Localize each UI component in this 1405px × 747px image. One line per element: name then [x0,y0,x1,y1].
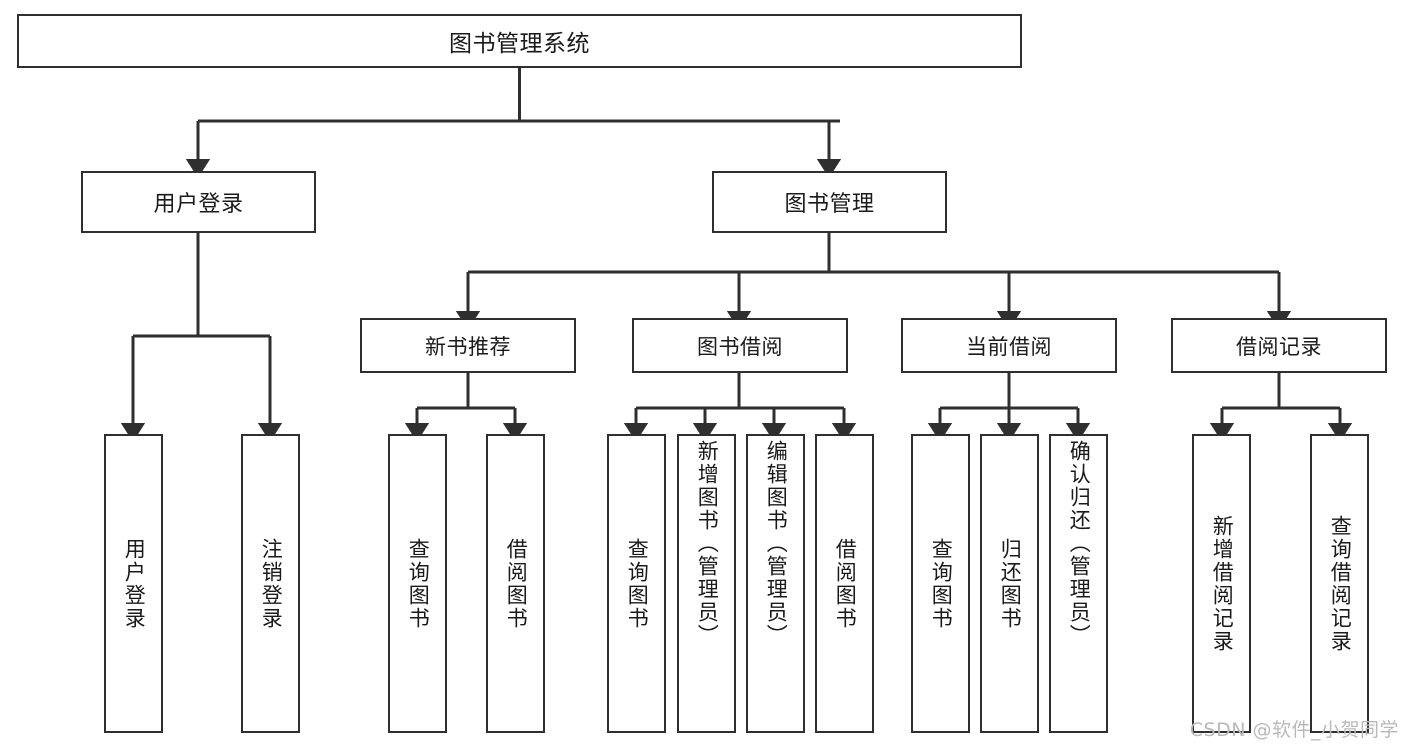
leaf-borrow-add-book-label: 新增图书（管理员） [695,440,720,647]
leaf-newbook-query-label: 查询图书 [406,537,431,630]
leaf-borrow-query-book-label: 查询图书 [625,537,650,630]
leaf-current-return-book[interactable]: 归还图书 [980,434,1039,733]
leaf-borrow-borrow-book[interactable]: 借阅图书 [815,434,874,733]
leaf-current-return-book-label: 归还图书 [998,537,1023,630]
node-book-manage-label: 图书管理 [784,192,875,217]
node-current-borrow-label: 当前借阅 [966,334,1052,359]
leaf-current-query-book-label: 查询图书 [929,537,954,630]
leaf-newbook-query[interactable]: 查询图书 [388,434,447,733]
leaf-record-query[interactable]: 查询借阅记录 [1310,434,1369,733]
leaf-newbook-borrow-label: 借阅图书 [504,537,529,630]
node-book-borrow[interactable]: 图书借阅 [632,318,848,373]
csdn-watermark: CSDN @软件_小贺同学 [1189,719,1399,741]
node-new-book-recommend-label: 新书推荐 [425,334,511,359]
node-book-manage[interactable]: 图书管理 [712,171,947,233]
leaf-borrow-edit-book[interactable]: 编辑图书（管理员） [746,434,805,733]
leaf-record-add[interactable]: 新增借阅记录 [1192,434,1251,733]
leaf-user-login-login[interactable]: 用户登录 [104,434,163,733]
leaf-user-login-login-label: 用户登录 [122,537,147,630]
leaf-record-query-label: 查询借阅记录 [1328,514,1353,653]
leaf-user-login-logout[interactable]: 注销登录 [241,434,300,733]
node-current-borrow[interactable]: 当前借阅 [901,318,1117,373]
node-root-system-label: 图书管理系统 [449,31,590,57]
node-new-book-recommend[interactable]: 新书推荐 [360,318,576,373]
leaf-borrow-edit-book-label: 编辑图书（管理员） [764,440,789,647]
leaf-current-confirm-return[interactable]: 确认归还（管理员） [1049,434,1108,733]
leaf-borrow-borrow-book-label: 借阅图书 [833,537,858,630]
leaf-newbook-borrow[interactable]: 借阅图书 [486,434,545,733]
leaf-user-login-logout-label: 注销登录 [259,537,284,630]
leaf-borrow-query-book[interactable]: 查询图书 [607,434,666,733]
leaf-borrow-add-book[interactable]: 新增图书（管理员） [677,434,736,733]
node-borrow-record[interactable]: 借阅记录 [1171,318,1387,373]
node-user-login-label: 用户登录 [153,192,244,217]
node-root-system[interactable]: 图书管理系统 [17,14,1022,68]
node-borrow-record-label: 借阅记录 [1236,334,1322,359]
node-book-borrow-label: 图书借阅 [697,334,783,359]
node-user-login[interactable]: 用户登录 [81,171,316,233]
leaf-record-add-label: 新增借阅记录 [1210,514,1235,653]
leaf-current-query-book[interactable]: 查询图书 [911,434,970,733]
leaf-current-confirm-return-label: 确认归还（管理员） [1067,440,1092,647]
